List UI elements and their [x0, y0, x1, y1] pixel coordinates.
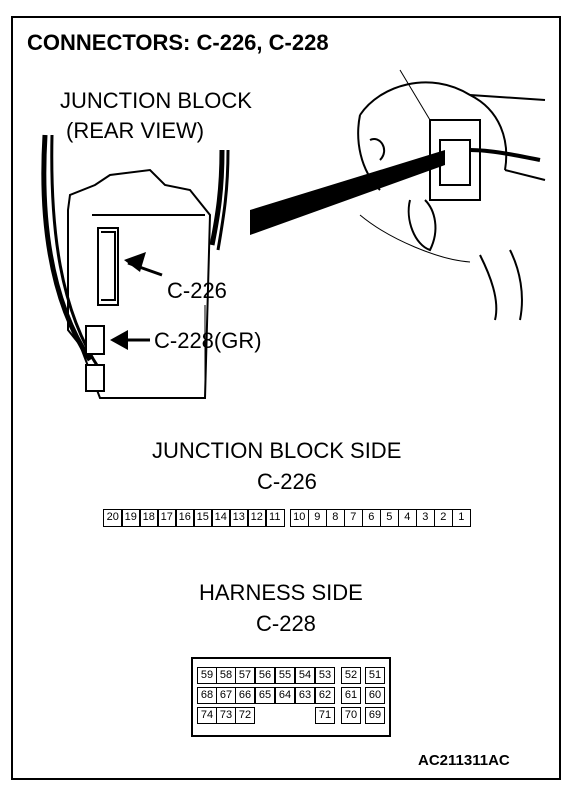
- c226-pin: 19: [121, 509, 141, 527]
- c226-pin: 4: [397, 509, 417, 527]
- c226-pin: 7: [343, 509, 363, 527]
- harness-side-heading: HARNESS SIDE: [199, 580, 363, 605]
- c228-pin: 74: [197, 707, 217, 724]
- c228-pin: 71: [315, 707, 335, 724]
- c228-pin: 53: [315, 667, 335, 684]
- c228-pin: 52: [341, 667, 361, 684]
- c226-pin: 10: [289, 509, 309, 527]
- c228-pin: 61: [341, 687, 361, 704]
- c228-pin: 58: [216, 667, 236, 684]
- c228-pin: 55: [275, 667, 295, 684]
- junction-block-label: JUNCTION BLOCK: [60, 88, 252, 113]
- c228-pin: 68: [197, 687, 217, 704]
- c226-pin: 1: [451, 509, 471, 527]
- diagram-frame: [11, 16, 561, 780]
- c226-pin: 2: [433, 509, 453, 527]
- c228-pin: 57: [235, 667, 255, 684]
- c228-pin: 72: [235, 707, 255, 724]
- c226-pin: 8: [325, 509, 345, 527]
- c226-pin: 5: [379, 509, 399, 527]
- c228-pin: 70: [341, 707, 361, 724]
- c226-pin: 20: [103, 509, 123, 527]
- c228-pin: 66: [235, 687, 255, 704]
- c228-pin: 65: [255, 687, 275, 704]
- c228-pin: 73: [216, 707, 236, 724]
- c226-pin: 14: [211, 509, 231, 527]
- c228-pin: 63: [295, 687, 315, 704]
- junction-side-connector-id: C-226: [257, 469, 317, 494]
- c226-callout: C-226: [167, 278, 227, 303]
- c226-pin: 3: [415, 509, 435, 527]
- c226-pin: 11: [265, 509, 285, 527]
- figure-code: AC211311AC: [418, 752, 510, 769]
- c228-pin: 54: [295, 667, 315, 684]
- c226-pin: 15: [193, 509, 213, 527]
- c226-pin: 18: [139, 509, 159, 527]
- c226-pin: 6: [361, 509, 381, 527]
- page-title: CONNECTORS: C-226, C-228: [27, 30, 329, 55]
- c226-pin: 12: [247, 509, 267, 527]
- c228-pin: 60: [365, 687, 385, 704]
- c228-pin: 69: [365, 707, 385, 724]
- c228-callout: C-228(GR): [154, 328, 262, 353]
- c228-pin: 51: [365, 667, 385, 684]
- c226-pin: 13: [229, 509, 249, 527]
- harness-side-connector-id: C-228: [256, 611, 316, 636]
- c228-pin: 56: [255, 667, 275, 684]
- c228-pin: 67: [216, 687, 236, 704]
- c226-pin: 16: [175, 509, 195, 527]
- c228-pin: 59: [197, 667, 217, 684]
- c228-pin: 64: [275, 687, 295, 704]
- c226-pin: 17: [157, 509, 177, 527]
- c228-pin: 62: [315, 687, 335, 704]
- c226-pin: 9: [307, 509, 327, 527]
- rear-view-label: (REAR VIEW): [66, 118, 205, 143]
- junction-side-heading: JUNCTION BLOCK SIDE: [152, 438, 402, 463]
